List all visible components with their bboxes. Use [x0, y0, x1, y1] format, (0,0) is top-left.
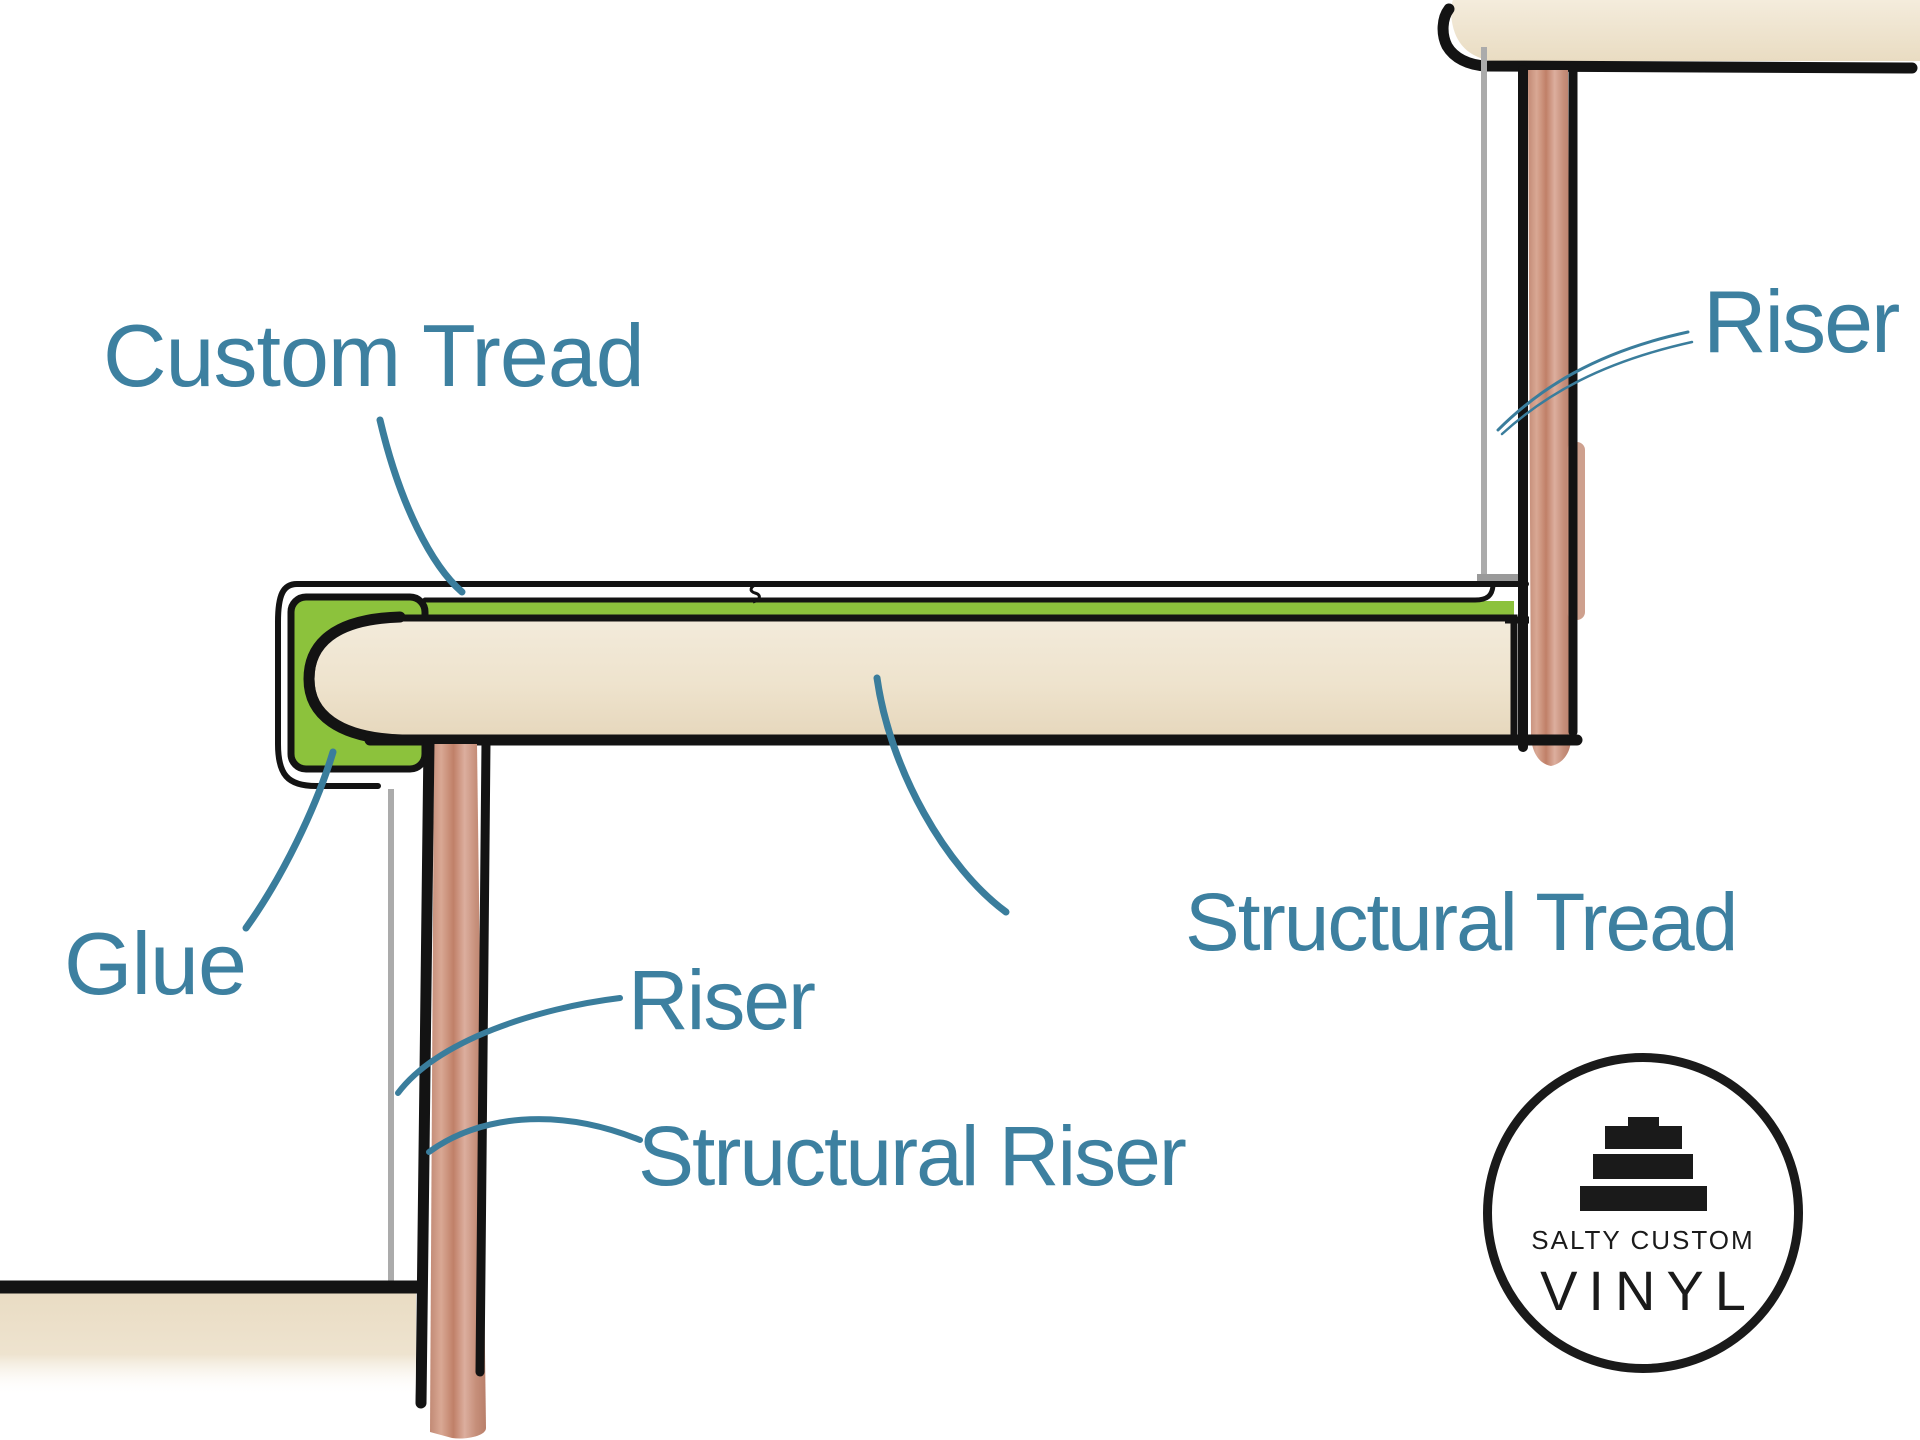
upper-step-tread-fill — [1451, 0, 1920, 61]
glue-label: Glue — [64, 914, 247, 1013]
structural-tread-slab — [307, 614, 1518, 742]
upper-step-outline — [1437, 3, 1918, 74]
structural-tread-nose-outline — [303, 611, 408, 746]
break-mark-squiggle — [749, 582, 761, 604]
lower-step-tread-fill — [0, 1292, 416, 1396]
custom-tread-label: Custom Tread — [103, 306, 645, 405]
lower-riser-brown-strip — [430, 744, 486, 1439]
custom-tread-leader-line — [376, 416, 466, 596]
structural-tread-leader-line — [873, 674, 1010, 916]
stairs-icon — [1627, 1117, 1659, 1126]
logo-text-line1: SALTY CUSTOM — [1531, 1225, 1755, 1255]
riser-mid-leader-line — [395, 995, 623, 1096]
upper-step — [1437, 0, 1920, 74]
lower-riser-left-edge — [415, 735, 435, 1409]
leader-lines — [242, 330, 1694, 1155]
riser-top-label: Riser — [1703, 272, 1900, 371]
stairs-icon-tier-2 — [1593, 1154, 1693, 1179]
upper-riser-brown-strip — [1528, 70, 1572, 766]
riser-mid-label: Riser — [628, 953, 816, 1047]
lower-riser — [388, 735, 491, 1439]
lower-step — [0, 1280, 419, 1396]
lower-riser-right-edge — [475, 737, 491, 1377]
glue-leader-line — [242, 748, 337, 932]
stairs-icon-tier-3 — [1579, 1186, 1707, 1211]
logo-text-line2: VINYL — [1540, 1259, 1757, 1322]
upper-riser — [1477, 47, 1585, 766]
structural-tread-label: Structural Tread — [1185, 877, 1738, 968]
stairs-icon-tier-1 — [1604, 1126, 1682, 1149]
custom-tread-outer-line — [275, 581, 1529, 789]
salty-custom-vinyl-logo: SALTY CUSTOM VINYL — [1483, 1053, 1803, 1373]
middle-step — [275, 581, 1583, 789]
custom-tread-inner-line — [422, 583, 1496, 603]
riser-top-leader-line-a — [1496, 330, 1690, 432]
structural-riser-label: Structural Riser — [638, 1109, 1187, 1203]
upper-riser-guide-foot — [1477, 574, 1528, 584]
structural-riser-leader-line — [426, 1116, 643, 1155]
riser-top-leader-line-b — [1500, 340, 1694, 436]
